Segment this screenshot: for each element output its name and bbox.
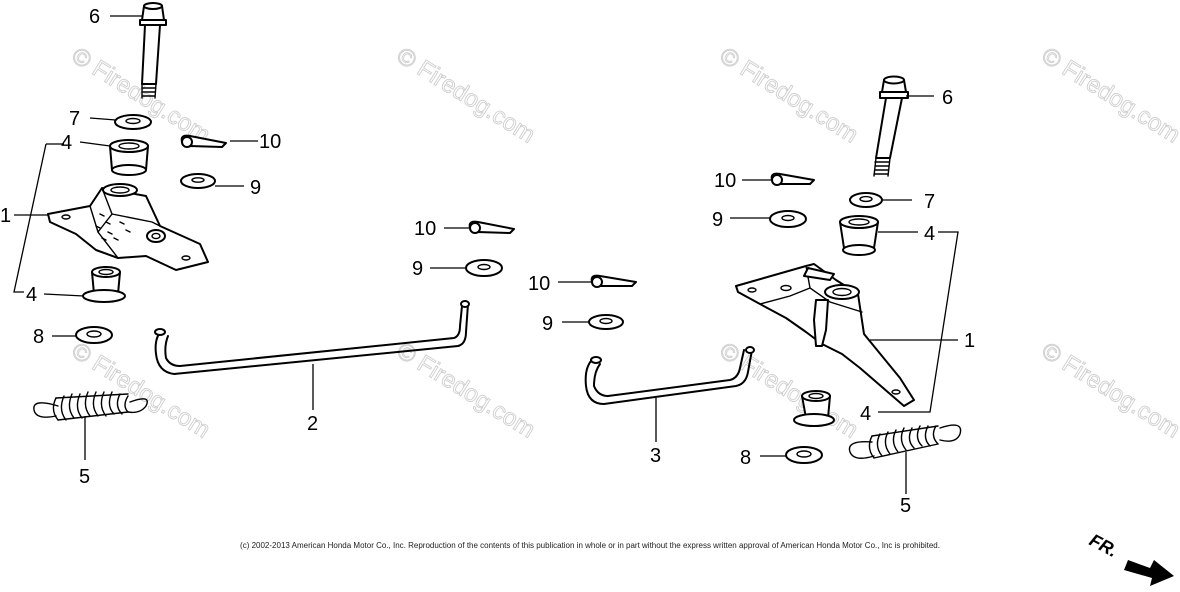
part-labels: 6 7 10 4 9 1 4 8 5 2 10 9 10 9 3 6 10 7 … — [0, 6, 975, 517]
watermark: © Firedog.com — [392, 337, 540, 443]
spring-left-illustration — [33, 391, 148, 421]
part-label-4-left-top: 4 — [61, 132, 72, 154]
part-label-9-right: 9 — [712, 209, 723, 231]
part-label-10-center-2: 10 — [528, 273, 550, 295]
part-label-10-left: 10 — [259, 131, 281, 153]
part-label-7-right: 7 — [924, 191, 935, 213]
rod-2-illustration — [154, 300, 470, 375]
bolt-left-illustration — [139, 2, 167, 99]
watermarks: © Firedog.com © Firedog.com © Firedog.co… — [66, 42, 1180, 444]
part-label-5-right: 5 — [900, 495, 911, 517]
part-label-4-right-top: 4 — [924, 223, 935, 245]
watermark: © Firedog.com — [1037, 42, 1180, 148]
part-label-2: 2 — [307, 413, 318, 435]
part-label-9-center-2: 9 — [542, 313, 553, 335]
part-label-4-right-bottom: 4 — [860, 403, 871, 425]
bushing-right-top-illustration — [839, 215, 879, 256]
bolt-right-illustration — [873, 75, 909, 177]
copyright-notice: (c) 2002-2013 American Honda Motor Co., … — [240, 541, 940, 550]
part-label-3: 3 — [650, 445, 661, 467]
part-label-8-left: 8 — [33, 326, 44, 348]
part-label-9-left: 9 — [250, 177, 261, 199]
part-label-1-right: 1 — [964, 330, 975, 352]
washer-7-right-illustration — [849, 192, 883, 208]
part-label-5-left: 5 — [79, 466, 90, 488]
part-label-8-right: 8 — [740, 447, 751, 469]
washer-8-left-illustration — [75, 326, 113, 344]
part-label-6-left: 6 — [89, 6, 100, 28]
bushing-right-bottom-illustration — [793, 390, 835, 427]
arrow-right-icon — [1124, 560, 1174, 586]
cotter-pin-left-illustration — [180, 134, 227, 148]
spring-right-illustration — [848, 424, 962, 459]
watermark: © Firedog.com — [67, 42, 215, 148]
cotter-pin-center-2-illustration — [590, 274, 637, 288]
part-label-6-right: 6 — [942, 87, 953, 109]
washer-9-right-illustration — [769, 210, 807, 228]
washer-left-illustration — [114, 114, 152, 130]
part-label-1-left: 1 — [0, 205, 11, 227]
watermark: © Firedog.com — [715, 42, 863, 148]
washer-9-left-illustration — [180, 173, 216, 189]
washer-9-center-1-illustration — [465, 259, 503, 277]
watermark: © Firedog.com — [1037, 337, 1180, 443]
bushing-left-top-illustration — [109, 139, 149, 176]
part-label-9-center-1: 9 — [412, 258, 423, 280]
watermark: © Firedog.com — [67, 337, 215, 443]
front-direction-indicator: FR. — [1086, 530, 1174, 586]
rod-3-illustration — [584, 346, 755, 405]
part-label-10-right: 10 — [714, 170, 736, 192]
arm-bracket-right-illustration — [735, 263, 915, 407]
arm-bracket-left-illustration — [47, 183, 209, 271]
cotter-pin-right-illustration — [770, 172, 815, 186]
washer-8-right-illustration — [785, 446, 823, 464]
part-label-10-center-1: 10 — [414, 218, 436, 240]
watermark: © Firedog.com — [392, 42, 540, 148]
part-label-7-left: 7 — [69, 108, 80, 130]
cotter-pin-center-1-illustration — [468, 220, 515, 234]
washer-9-center-2-illustration — [588, 314, 624, 330]
part-label-4-left-bottom: 4 — [26, 284, 37, 306]
bushing-left-bottom-illustration — [82, 266, 126, 303]
leader-lines — [13, 15, 959, 494]
